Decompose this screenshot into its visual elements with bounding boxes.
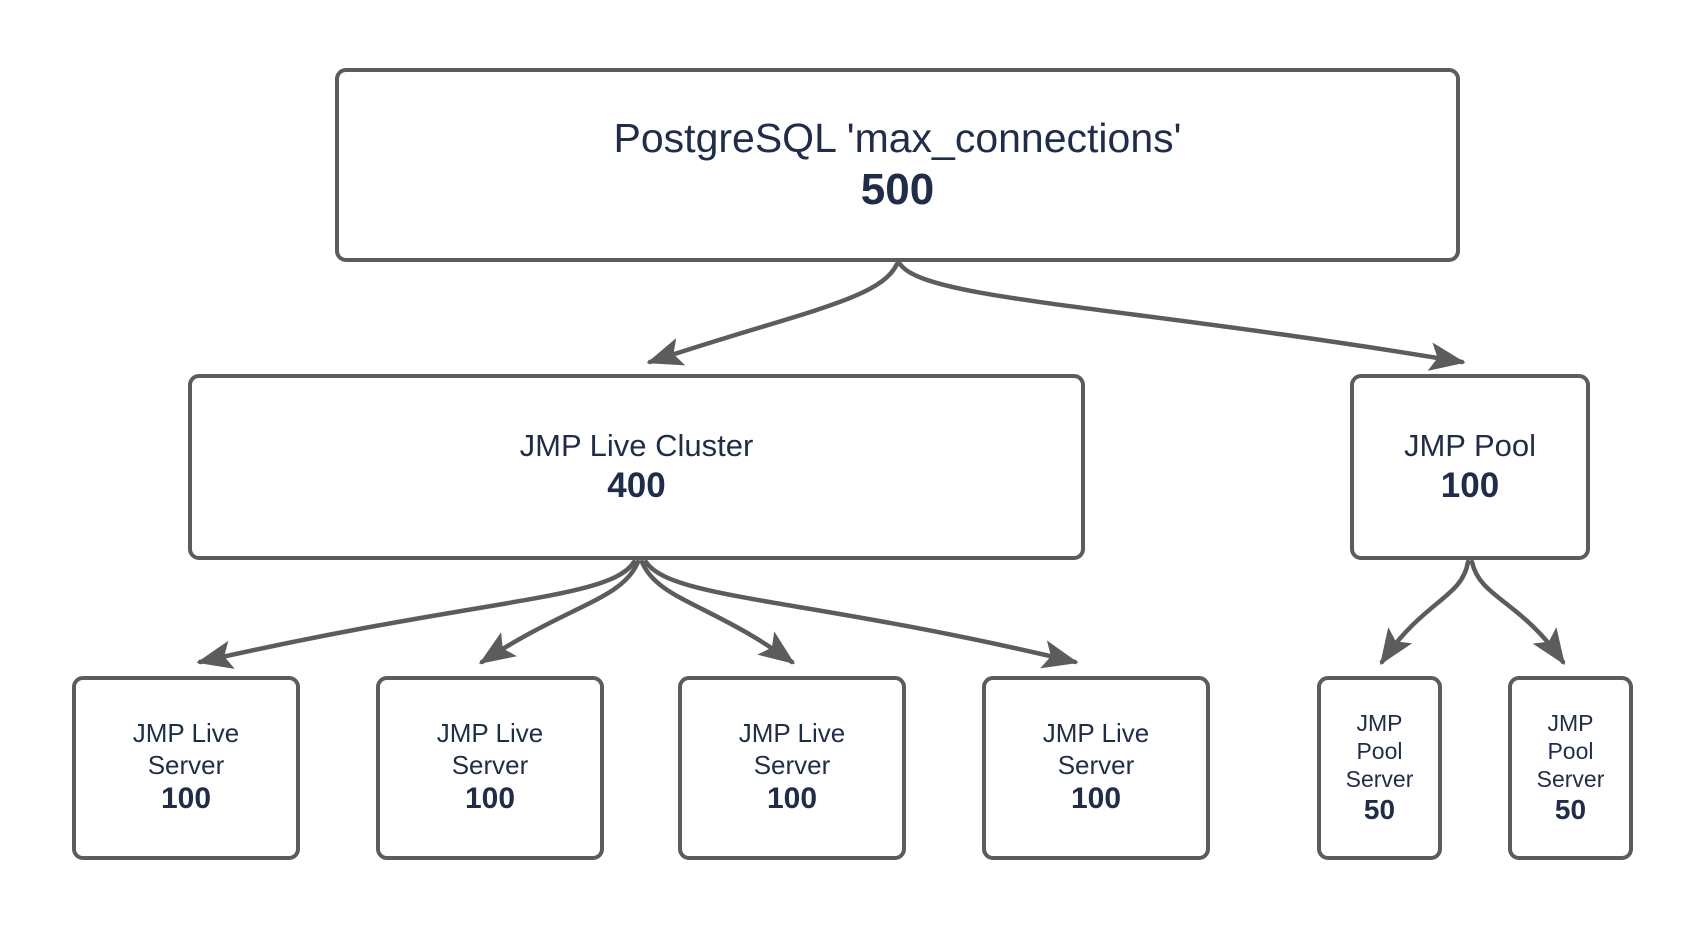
node-jmp-live-server[interactable]: JMP Live Server 100 [678, 676, 906, 860]
node-value: 100 [160, 782, 212, 816]
node-label: JMP Live Server [132, 717, 240, 780]
node-value: 50 [1363, 793, 1396, 825]
edge-live-cluster-to-server-4 [643, 559, 1079, 669]
node-value: 100 [1440, 465, 1500, 505]
node-jmp-pool[interactable]: JMP Pool 100 [1350, 374, 1590, 560]
node-value: 500 [860, 165, 935, 215]
edge-live-cluster-to-server-3 [639, 559, 795, 665]
node-value: 50 [1554, 793, 1587, 825]
node-value: 100 [464, 782, 516, 816]
node-label: JMP Live Cluster [519, 427, 754, 463]
edge-root-to-live-cluster [646, 261, 900, 366]
node-jmp-pool-server[interactable]: JMP Pool Server 50 [1317, 676, 1442, 860]
node-postgresql-max-connections[interactable]: PostgreSQL 'max_connections' 500 [335, 68, 1460, 262]
edge-root-to-pool [897, 261, 1466, 371]
node-label: JMP Pool [1403, 427, 1537, 463]
node-jmp-pool-server[interactable]: JMP Pool Server 50 [1508, 676, 1633, 860]
edge-pool-to-pool-server-1 [1379, 559, 1471, 665]
node-label: JMP Pool Server [1345, 709, 1414, 792]
node-value: 400 [607, 465, 666, 505]
node-jmp-live-cluster[interactable]: JMP Live Cluster 400 [188, 374, 1085, 560]
node-label: JMP Live Server [436, 717, 544, 780]
node-value: 100 [766, 782, 818, 816]
edge-live-cluster-to-server-1 [196, 559, 637, 669]
edge-live-cluster-to-server-2 [478, 559, 641, 665]
node-label: JMP Live Server [1042, 717, 1150, 780]
node-label: JMP Pool Server [1536, 709, 1605, 792]
node-value: 100 [1070, 782, 1122, 816]
node-label: PostgreSQL 'max_connections' [613, 115, 1182, 162]
node-jmp-live-server[interactable]: JMP Live Server 100 [72, 676, 300, 860]
node-jmp-live-server[interactable]: JMP Live Server 100 [982, 676, 1210, 860]
node-jmp-live-server[interactable]: JMP Live Server 100 [376, 676, 604, 860]
edge-pool-to-pool-server-2 [1469, 559, 1566, 665]
node-label: JMP Live Server [738, 717, 846, 780]
